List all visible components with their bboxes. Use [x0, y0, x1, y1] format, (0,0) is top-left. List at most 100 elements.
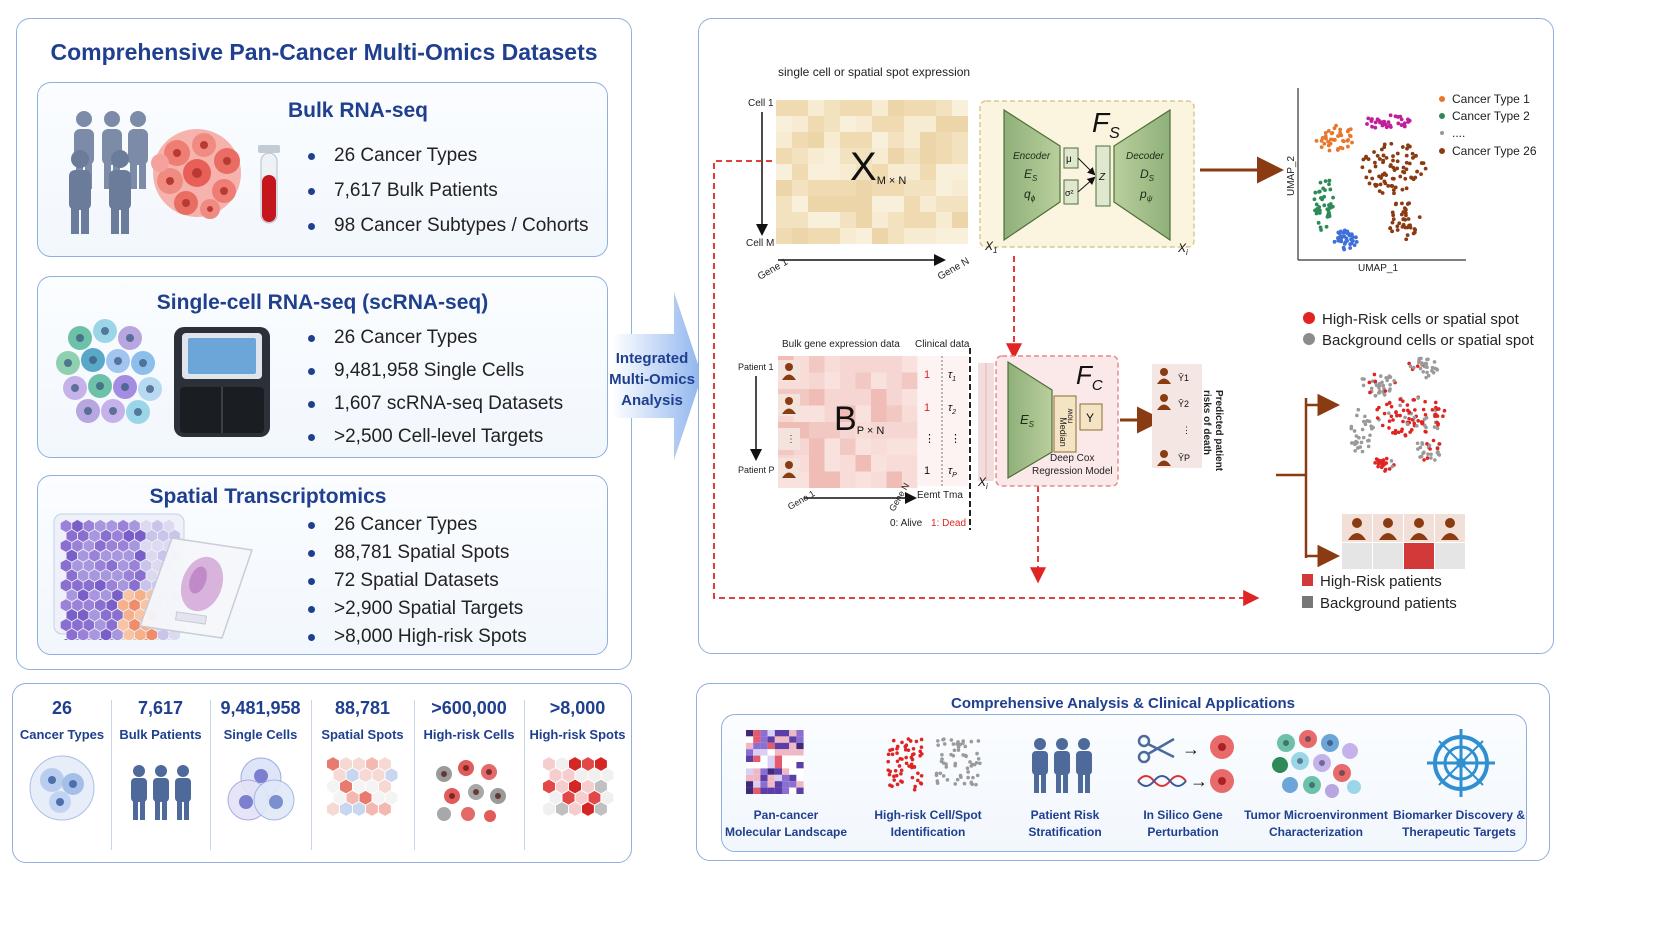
bulk-rnaseq-list: 26 Cancer Types 7,617 Bulk Patients 98 C…: [306, 145, 589, 237]
datasets-title: Comprehensive Pan-Cancer Multi-Omics Dat…: [50, 39, 598, 65]
umap-clusters: [1312, 113, 1428, 252]
expression-label: single cell or spatial spot expression: [778, 65, 970, 79]
list-item: 88,781 Spatial Spots: [306, 542, 527, 564]
mu-symbol: μ: [1066, 154, 1072, 165]
xi-symbol: X: [1177, 241, 1187, 255]
dead-label: 1: Dead: [931, 518, 966, 529]
z-symbol: Z: [1098, 172, 1106, 183]
fs-sub: S: [1109, 125, 1120, 142]
svg-text:Xi: Xi: [1177, 241, 1188, 257]
umap-y-label: UMAP_2: [1286, 156, 1297, 196]
svg-text:1: 1: [924, 369, 930, 381]
alive-label: 0: Alive: [890, 518, 923, 529]
patients-illustration: [69, 111, 280, 234]
stat-number: 88,781: [334, 698, 391, 718]
high-risk-patients-legend: High-Risk patients: [1320, 573, 1442, 590]
umap-x-label: UMAP_1: [1358, 263, 1398, 274]
bulk-rnaseq-card: Bulk RNA-seq 26 Canc: [37, 82, 608, 257]
glass-slide-icon: [138, 537, 253, 639]
risk-scatter: [1349, 356, 1447, 473]
patients-group-icon: [1032, 738, 1092, 793]
y-hat-1: Ŷ1: [1178, 373, 1189, 383]
stat-label: High-risk Spots: [529, 727, 626, 742]
dna-icon: [1137, 775, 1187, 787]
stat-cancer-types: 26 Cancer Types: [13, 684, 111, 862]
median-label: Median: [1058, 417, 1068, 447]
svg-text:FC: FC: [1076, 360, 1103, 394]
spatial-card: Spatial Transcriptomics 26 Cancer Types …: [37, 475, 608, 655]
x1-symbol: X: [984, 239, 994, 253]
ec-symbol: E: [1020, 412, 1029, 427]
scrnaseq-list: 26 Cancer Types 9,481,958 Single Cells 1…: [306, 327, 563, 448]
stat-label: Bulk Patients: [119, 727, 202, 742]
spatial-spots-icon: [327, 757, 398, 816]
list-item: 26 Cancer Types: [306, 145, 589, 167]
svg-text:→: →: [1182, 739, 1200, 759]
es-symbol: E: [1024, 167, 1033, 181]
patients-icon: [131, 765, 191, 820]
umap-legend: Cancer Type 1 Cancer Type 2 .... Cancer …: [1439, 92, 1537, 158]
regression-label: Regression Model: [1032, 466, 1113, 477]
cell1-label: Cell 1: [748, 98, 774, 109]
expression-matrix: [776, 100, 968, 244]
bulk-label: Bulk gene expression data: [782, 339, 900, 350]
patient-strip: [1342, 514, 1465, 569]
heatmap-icon: [746, 730, 804, 794]
high-risk-cells-legend: High-Risk cells or spatial spot: [1322, 311, 1520, 328]
svg-text:1: 1: [924, 402, 930, 414]
svg-text:⋮: ⋮: [924, 433, 935, 445]
event-time-label: Eemt Tma: [917, 490, 963, 501]
list-item: >2,900 Spatial Targets: [306, 598, 527, 620]
spatial-list: 26 Cancer Types 88,781 Spatial Spots 72 …: [306, 514, 527, 648]
svg-text:⋮: ⋮: [950, 433, 961, 445]
integration-arrow: [612, 292, 702, 460]
svg-text:τ2: τ2: [948, 402, 956, 416]
legend-item: Cancer Type 1: [1452, 92, 1530, 106]
clinical-table: 1 τ1 1 τ2 ⋮ ⋮ 1 τP: [924, 369, 961, 479]
stat-label: Spatial Spots: [321, 727, 404, 742]
x-matrix-dims: M × N: [877, 175, 907, 187]
svg-text:τ1: τ1: [948, 369, 956, 383]
predicted-label: Predicted patient: [1213, 390, 1224, 472]
list-item: 98 Cancer Subtypes / Cohorts: [306, 215, 589, 237]
high-risk-spots-icon: [543, 757, 614, 816]
svg-text:ES: ES: [1024, 167, 1038, 183]
scrnaseq-title: Single-cell RNA-seq (scRNA-seq): [156, 291, 489, 314]
svg-text:1: 1: [924, 465, 930, 477]
stat-high-risk-cells: >600,000 High-risk Cells: [414, 684, 524, 862]
stat-label: Cancer Types: [19, 727, 105, 742]
clinical-label: Clinical data: [915, 339, 970, 350]
cell-cluster-icon: [227, 757, 295, 821]
svg-text:DS: DS: [1140, 167, 1155, 183]
svg-text:τP: τP: [948, 465, 957, 479]
svg-text:ES: ES: [1020, 412, 1035, 429]
svg-text:⋮: ⋮: [786, 434, 796, 445]
stats-panel: 26 Cancer Types 7,617 Bulk Patients 9,48…: [12, 683, 632, 863]
patientP-label: Patient P: [738, 465, 775, 475]
cellM-label: Cell M: [746, 238, 774, 249]
list-item: >8,000 High-risk Spots: [306, 626, 527, 648]
list-item: >2,500 Cell-level Targets: [306, 426, 563, 448]
sequencer-icon: [174, 327, 270, 437]
svg-text:XM × N: XM × N: [850, 145, 906, 189]
list-item: 1,607 scRNA-seq Datasets: [306, 393, 563, 415]
stat-high-risk-spots: >8,000 High-risk Spots: [524, 684, 631, 862]
decoder-label: Decoder: [1126, 151, 1164, 162]
legend-item: ....: [1452, 126, 1465, 140]
stat-number: 26: [51, 698, 73, 718]
encoder-shape: [1003, 108, 1061, 242]
model-diagram: single cell or spatial spot expression C…: [713, 65, 1537, 612]
cox-encoder-shape: [1007, 360, 1053, 480]
tumor-cells: [151, 129, 241, 219]
q-symbol: q: [1024, 187, 1031, 201]
fs-symbol: F: [1092, 107, 1111, 138]
svg-text:Xi: Xi: [977, 475, 988, 491]
svg-text:qϕ: qϕ: [1024, 187, 1036, 203]
scrnaseq-card: Single-cell RNA-seq (scRNA-seq) 26 Cance…: [37, 276, 608, 458]
y-hat-2: Ŷ2: [1178, 399, 1189, 409]
list-item: 9,481,958 Single Cells: [306, 360, 563, 382]
